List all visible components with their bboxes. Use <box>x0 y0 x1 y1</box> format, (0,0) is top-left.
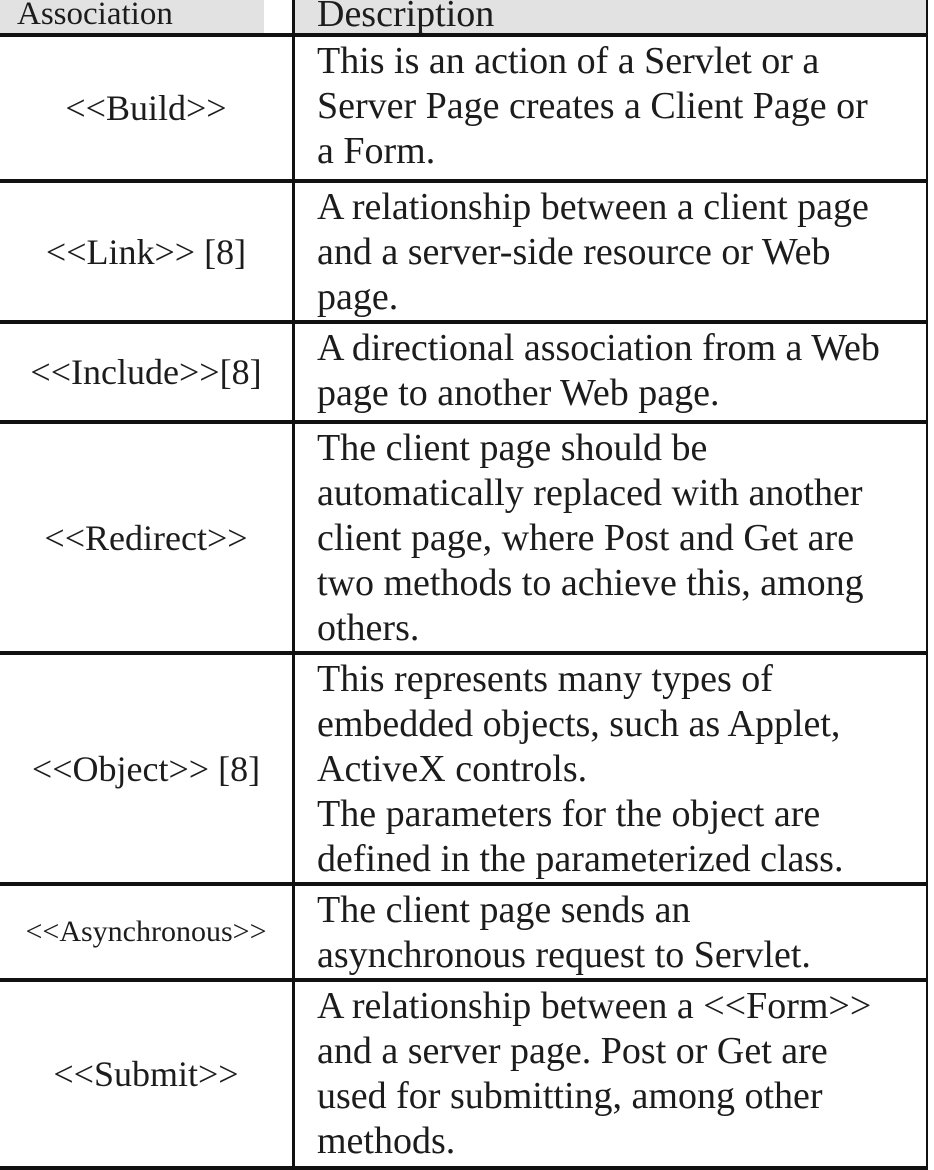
table-row-include: <<Include>>[8] A directional association… <box>0 324 926 424</box>
description-cell: A relationship between a <<Form>> and a … <box>317 985 872 1162</box>
description-cell: A relationship between a client page and… <box>317 186 869 318</box>
table-row-link: <<Link>> [8] A relationship between a cl… <box>0 183 926 324</box>
association-cell: <<Redirect>> <box>44 517 248 558</box>
description-cell: This represents many types of embedded o… <box>317 658 844 880</box>
table-row-submit: <<Submit>> A relationship between a <<Fo… <box>0 982 926 1170</box>
column-header-description: Description <box>295 0 926 33</box>
column-divider <box>292 655 295 882</box>
table-header-row: Association Description <box>0 0 926 37</box>
association-cell: <<Build>> <box>65 88 227 128</box>
description-cell: A directional association from a Web pag… <box>317 327 880 414</box>
association-cell: <<Link>> [8] <box>45 231 247 272</box>
table-row-redirect: <<Redirect>> The client page should be a… <box>0 424 926 655</box>
column-divider <box>292 982 295 1166</box>
column-header-association: Association <box>0 0 264 33</box>
description-cell: This is an action of a Servlet or a Serv… <box>317 40 868 172</box>
column-divider <box>292 0 295 33</box>
header-scan-gap <box>264 0 292 33</box>
association-cell: <<Include>>[8] <box>30 352 262 392</box>
table-row-asynchronous: <<Asynchronous>> The client page sends a… <box>0 886 926 982</box>
table-row-object: <<Object>> [8] This represents many type… <box>0 655 926 886</box>
column-divider <box>292 886 295 978</box>
description-cell: The client page should be automatically … <box>317 427 864 649</box>
association-cell: <<Object>> [8] <box>31 748 261 789</box>
association-cell: <<Submit>> <box>53 1054 239 1094</box>
column-divider <box>292 324 295 420</box>
column-divider <box>292 37 295 179</box>
column-divider <box>292 183 295 320</box>
table-row-build: <<Build>> This is an action of a Servlet… <box>0 37 926 183</box>
column-divider <box>292 424 295 651</box>
description-cell: The client page sends an asynchronous re… <box>317 889 811 976</box>
association-cell: <<Asynchronous>> <box>25 915 267 948</box>
